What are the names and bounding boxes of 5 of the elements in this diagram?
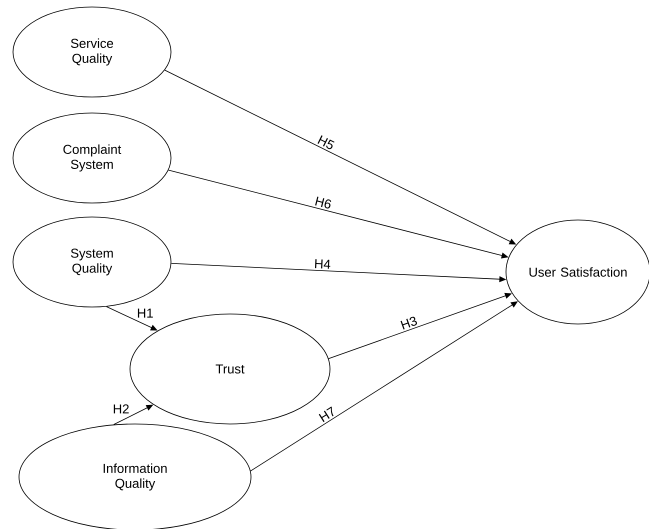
edge-label: H6 <box>315 196 332 208</box>
edge-label: H4 <box>314 259 330 269</box>
edge-label: H3 <box>400 316 417 330</box>
edge-label: H5 <box>318 135 334 150</box>
edge-label: H2 <box>114 404 129 414</box>
